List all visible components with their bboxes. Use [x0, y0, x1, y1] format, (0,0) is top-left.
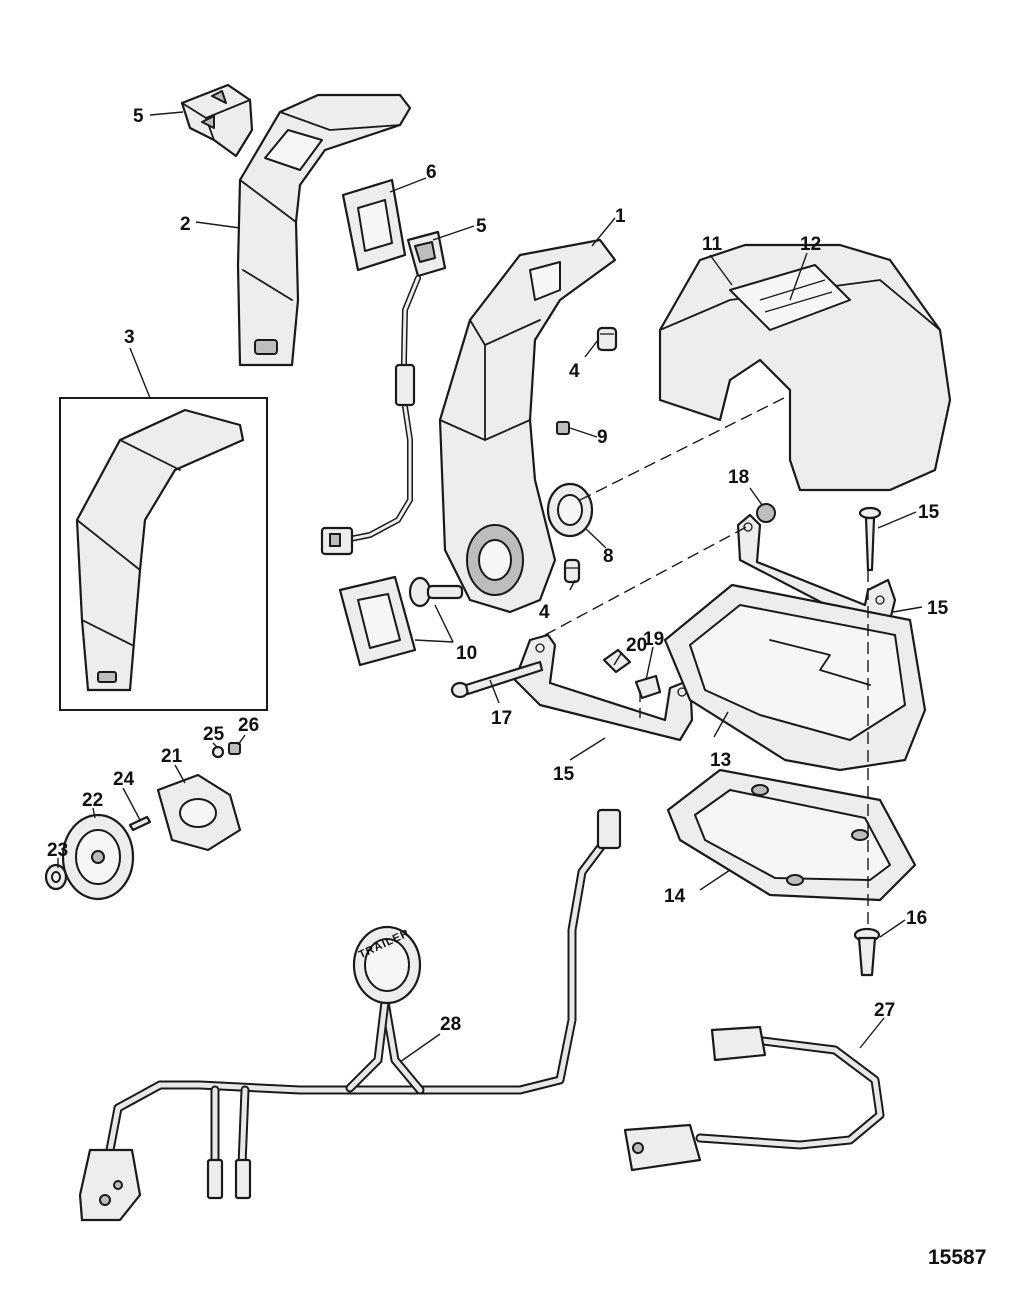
part-17-bushing [853, 927, 881, 977]
part-10-pivot-kit [338, 575, 464, 667]
callout-25: 24 [113, 769, 135, 790]
leader-lines [57, 111, 923, 1063]
callout-3: 3 [124, 327, 135, 348]
callout-15-upper: 15 [927, 598, 949, 619]
figure-number: 15587 [928, 1246, 986, 1269]
part-23-knob [61, 813, 135, 901]
callout-15-lower: 15 [553, 764, 575, 785]
callout-6: 5 [133, 106, 144, 127]
callout-5: 5 [476, 216, 487, 237]
part-28-extension-harness [623, 1025, 885, 1172]
callout-12: 12 [800, 234, 821, 255]
callout-10: 10 [456, 643, 477, 664]
callout-23: 22 [82, 790, 103, 811]
callout-4-upper: 4 [569, 361, 580, 382]
callout-17: 16 [906, 908, 927, 929]
callout-20: 19 [643, 629, 664, 650]
callout-numbers: 5 2 3 6 5 1 4 11 12 9 8 18 15 15 4 10 20… [47, 106, 949, 1035]
callout-1: 1 [615, 206, 626, 227]
callout-11: 11 [702, 234, 723, 255]
callout-24: 23 [47, 840, 68, 861]
part-13-base-tray [663, 583, 927, 772]
part-8-bushing [546, 482, 594, 538]
callout-28: 27 [874, 1000, 895, 1021]
callout-9: 9 [597, 427, 608, 448]
callout-18: 17 [491, 708, 512, 729]
callout-19: 18 [728, 467, 749, 488]
part-4-screw-lower [563, 558, 581, 584]
trailer-button: TRAILER [352, 925, 422, 1005]
part-4-screw-upper [596, 326, 618, 352]
callout-7: 6 [426, 162, 437, 183]
callout-2: 2 [180, 214, 191, 235]
part-15-bracket-lower [513, 633, 694, 742]
part-26-washer [211, 745, 225, 759]
part-27-nut [228, 742, 241, 755]
part-7-gasket [341, 178, 407, 272]
callout-13: 13 [710, 750, 731, 771]
part-3-alternate-cover [59, 397, 268, 711]
part-16-screw [858, 506, 882, 572]
part-12-decal [729, 264, 851, 331]
part-19-nut [756, 503, 776, 523]
part-14-mounting-base [666, 768, 917, 902]
callout-21: 20 [626, 635, 647, 656]
alignment-line-cover [579, 394, 791, 501]
part-22-clamp [156, 773, 242, 852]
part-18-bolt [450, 660, 544, 699]
callout-4-lower: 4 [539, 602, 550, 623]
callout-22: 21 [161, 746, 183, 767]
callout-27: 26 [238, 715, 259, 736]
alignment-line-bracket [544, 524, 751, 636]
part-24-washer [44, 863, 68, 891]
part-1-control-housing [438, 238, 617, 614]
part-2-handle-cover [236, 93, 412, 367]
part-5-switch-harness [320, 230, 447, 556]
part-29-wire-harness [78, 808, 622, 1222]
callout-14: 14 [664, 886, 686, 907]
callout-16: 15 [918, 502, 940, 523]
callout-8: 8 [603, 546, 614, 567]
part-25-spring-pin [128, 815, 152, 832]
callout-29: 28 [440, 1014, 461, 1035]
callout-26: 25 [203, 724, 225, 745]
part-6-button-cap [180, 83, 254, 158]
part-9-set-screw [556, 421, 570, 435]
